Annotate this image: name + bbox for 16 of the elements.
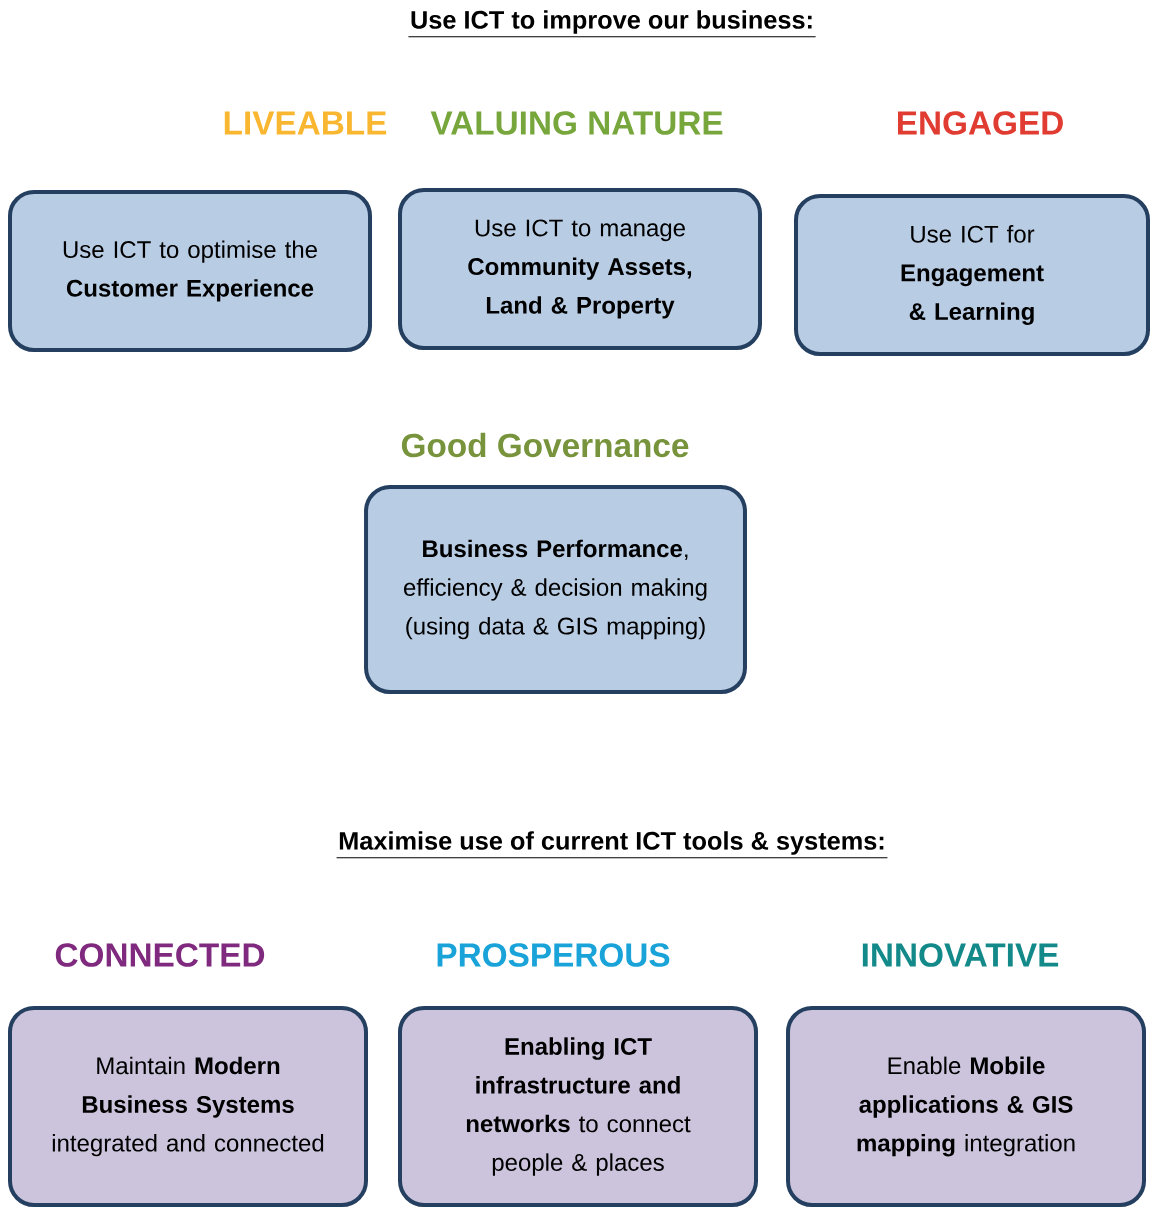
rounded-box: Use ICT to manage Community Assets, Land & Property — [398, 188, 762, 350]
rounded-box: Use ICT for Engagement & Learning — [794, 194, 1150, 356]
category-heading: VALUING NATURE — [430, 111, 723, 135]
category-heading: Good Governance — [401, 432, 689, 458]
category-heading: ENGAGED — [898, 111, 1063, 135]
rounded-box: Enable Mobile applications & GIS mapping integration — [786, 1006, 1146, 1208]
category-heading: INNOVATIVE — [862, 943, 1059, 967]
rounded-box: Maintain Modern Business Systems integrated and connected — [8, 1006, 368, 1208]
section-heading: Use ICT to improve our business: — [407, 10, 817, 38]
section-heading: Maximise use of current ICT tools & systems: — [336, 831, 889, 859]
rounded-box: Use ICT to optimise the Customer Experience — [8, 190, 372, 352]
rounded-box: Business Performance, efficiency & decision making (using data & GIS mapping) — [364, 484, 747, 695]
category-heading: LIVEABLE — [224, 111, 387, 135]
rounded-box: Enabling ICT infrastructure and networks to connect people & places — [398, 1006, 758, 1208]
category-heading: CONNECTED — [55, 943, 265, 967]
category-heading: PROSPEROUS — [437, 943, 670, 967]
